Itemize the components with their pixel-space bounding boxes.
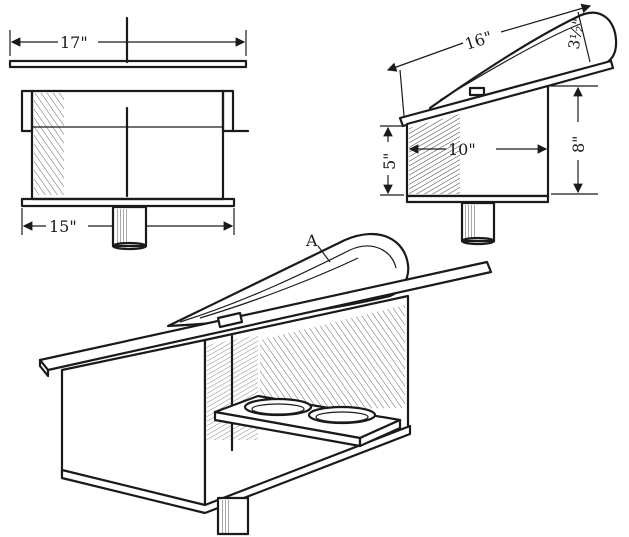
front-post-end [111,241,148,251]
perspective-scoop-inner-2 [199,257,359,319]
perspective-seed-cup-left [243,397,313,417]
side-front-height-label: 5" [380,152,399,170]
perspective-view: A [38,231,493,536]
perspective-post-hatch [220,500,231,533]
perspective-interior-hatch [260,305,405,410]
side-post-end [460,236,496,246]
perspective-seed-cup-right-rim [315,411,369,423]
side-box-hatch [409,114,460,194]
perspective-box-left-face [60,338,207,512]
perspective-base-plate [60,424,412,515]
side-scoop-inner [439,23,581,101]
front-box-hatch [34,93,64,195]
front-post-hatch [115,209,127,244]
side-roof-dim-line-b [500,3,592,33]
side-scoop-height-label: 3½" [565,17,588,51]
side-scoop-curve [428,11,618,110]
perspective-roof-edge [38,358,50,378]
front-roof-slab [8,59,248,69]
side-post-hatch [464,205,475,239]
side-roof-dim-left-ext [399,69,405,117]
side-base-plate [405,194,550,204]
side-roof-dim-line-a [386,42,464,72]
side-roof-slab [398,59,615,128]
side-depth-label: 10" [448,140,476,159]
scoop-label-leader [317,245,331,263]
side-back-height-label: 8" [569,135,588,153]
front-bottom-width-label: 15" [49,217,77,236]
perspective-seed-cup-left-rim [251,403,305,415]
front-right-ear [221,89,235,133]
perspective-scoop-inner [179,245,397,323]
front-base-plate [20,197,236,208]
front-left-ear [20,89,34,133]
side-roof-length-label: 16" [462,27,494,54]
front-top-width-label: 17" [60,33,88,52]
side-roof-block [468,86,486,97]
perspective-roof-block [216,311,244,329]
side-scoop-dim-line [577,11,591,63]
side-view: 16" 3½" 10" 5" 8" [380,3,618,246]
perspective-seed-cup-right [307,405,377,425]
perspective-seed-tray-side [358,418,402,448]
front-view: 17" 15" [8,16,250,251]
scoop-label: A [305,231,318,250]
